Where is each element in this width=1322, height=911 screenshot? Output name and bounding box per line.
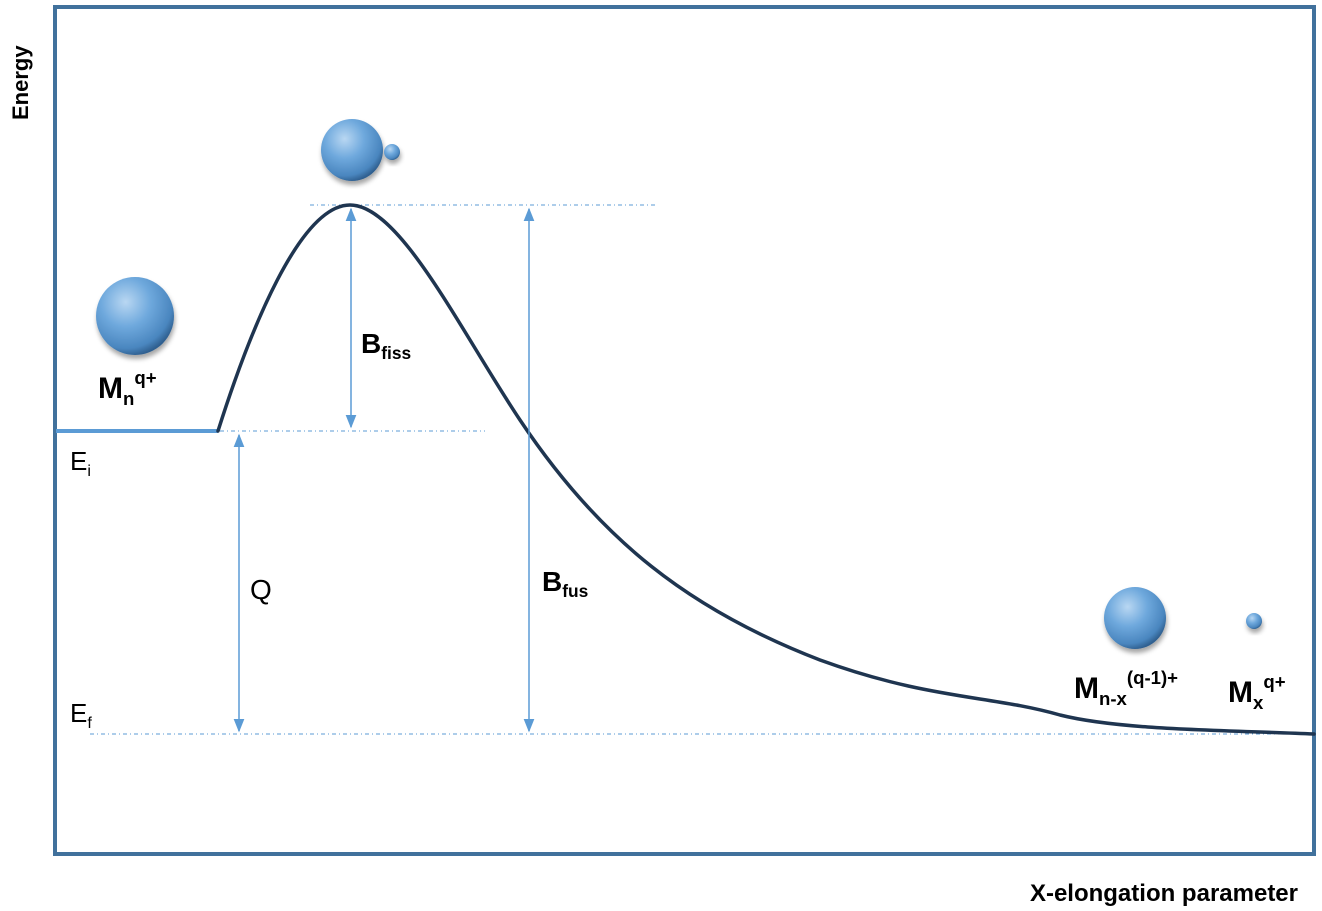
transition-large-sphere <box>321 119 383 181</box>
fragment-small-sphere <box>1246 613 1262 629</box>
fusion-barrier-label: Bfus <box>542 568 588 596</box>
energy-curve <box>218 205 1314 734</box>
parent-species-label: Mnq+ <box>98 374 157 404</box>
initial-energy-label: Ei <box>70 448 91 474</box>
fragment-large-label: Mn-x(q-1)+ <box>1074 674 1178 704</box>
final-energy-label: Ef <box>70 700 92 726</box>
y-axis-label: Energy <box>8 45 34 120</box>
q-label: Q <box>250 576 272 604</box>
fragment-large-sphere <box>1104 587 1166 649</box>
fission-barrier-label: Bfiss <box>361 330 411 358</box>
fragment-small-label: Mxq+ <box>1228 678 1286 708</box>
x-axis-label: X-elongation parameter <box>1030 880 1298 908</box>
parent-cluster-sphere <box>96 277 174 355</box>
transition-small-sphere <box>384 144 400 160</box>
